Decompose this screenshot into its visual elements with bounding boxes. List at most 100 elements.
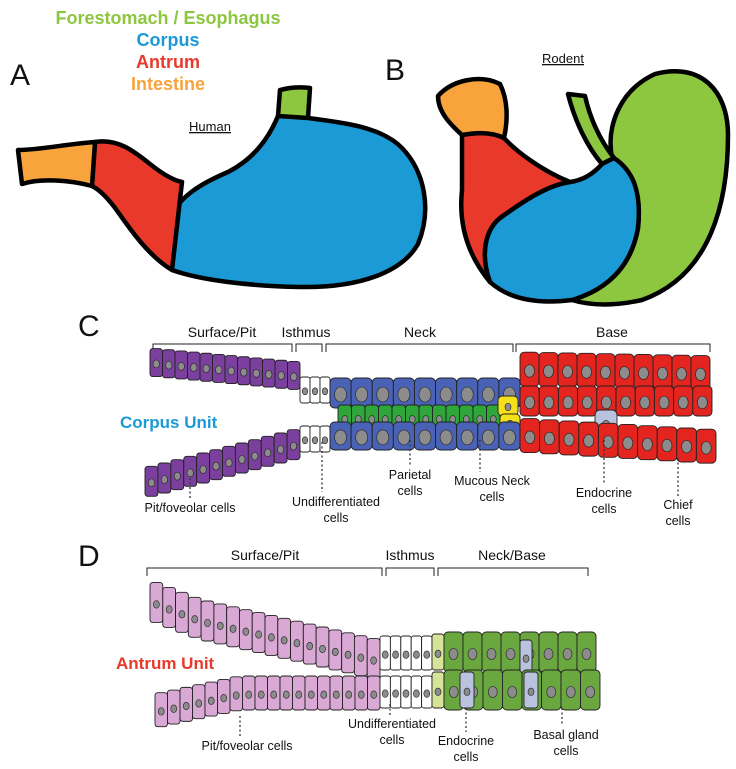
cell-nucleus: [161, 476, 167, 484]
cell-nucleus: [413, 690, 419, 698]
antrum-pit-cells-label: Pit/foveolar cells: [201, 739, 292, 753]
cell-nucleus: [620, 367, 630, 380]
cell-nucleus: [487, 648, 496, 659]
cell-nucleus: [566, 686, 575, 697]
rodent-intestine: [438, 79, 507, 138]
cell-nucleus: [682, 440, 692, 453]
cell-nucleus: [243, 628, 249, 636]
cell-nucleus: [662, 439, 672, 452]
cell-nucleus: [268, 634, 274, 642]
cell-nucleus: [525, 431, 535, 444]
cell-nucleus: [582, 396, 592, 409]
corpus-undiff-label-1: Undifferentiated: [292, 495, 380, 509]
cell-nucleus: [166, 361, 172, 369]
cell-nucleus: [281, 637, 287, 645]
panel-b-letter: B: [385, 54, 405, 87]
parietal-label-1: Parietal: [389, 468, 431, 482]
cell-nucleus: [345, 651, 351, 659]
corpus-region-base: Base: [596, 324, 628, 340]
cell-nucleus: [183, 702, 189, 710]
cell-nucleus: [564, 433, 574, 446]
panel-a-letter: A: [10, 59, 30, 92]
chief-label-1: Chief: [663, 498, 693, 512]
cell-nucleus: [398, 387, 410, 402]
cell-nucleus: [403, 651, 409, 659]
cell-nucleus: [346, 691, 352, 699]
human-corpus: [168, 116, 425, 287]
cell-nucleus: [312, 388, 318, 395]
cell-nucleus: [192, 616, 198, 624]
cell-nucleus: [642, 438, 652, 451]
cell-nucleus: [196, 700, 202, 708]
cell-nucleus: [659, 396, 669, 409]
cell-nucleus: [547, 686, 556, 697]
corpus-undiff-label-2: cells: [323, 511, 348, 525]
human-esophagus: [278, 87, 310, 118]
cell-nucleus: [488, 686, 497, 697]
cell-nucleus: [449, 648, 458, 659]
cell-nucleus: [335, 387, 347, 402]
antrum-bracket-neck-base: [438, 568, 588, 576]
corpus-region-surface-pit: Surface/Pit: [188, 324, 257, 340]
cell-nucleus: [233, 692, 239, 700]
cell-nucleus: [230, 625, 236, 633]
cell-nucleus: [200, 466, 206, 474]
cell-nucleus: [505, 403, 511, 411]
cell-nucleus: [205, 619, 211, 627]
human-label: Human: [189, 119, 231, 134]
cell-nucleus: [174, 472, 180, 480]
cell-nucleus: [187, 469, 193, 477]
cell-nucleus: [294, 639, 300, 647]
panel-c-corpus-unit: C Surface/Pit Isthmus Neck Base Corpus U…: [78, 310, 716, 528]
cell-nucleus: [291, 373, 297, 381]
cell-nucleus: [153, 360, 159, 368]
antrum-undiff-label-1: Undifferentiated: [348, 717, 436, 731]
legend-antrum: Antrum: [136, 52, 200, 72]
cell-nucleus: [640, 396, 650, 409]
cell-nucleus: [440, 387, 452, 402]
cell-nucleus: [639, 367, 649, 380]
antrum-bracket-isthmus: [386, 568, 434, 576]
corpus-bracket-isthmus: [296, 344, 322, 352]
panel-a-human-stomach: A Human: [10, 59, 425, 287]
cell-nucleus: [377, 430, 389, 445]
cell-nucleus: [525, 365, 535, 378]
cell-nucleus: [241, 368, 247, 376]
cell-nucleus: [449, 686, 458, 697]
cell-nucleus: [584, 435, 594, 448]
mucous-neck-label-2: cells: [479, 490, 504, 504]
cell-nucleus: [265, 449, 271, 457]
rodent-esophagus: [568, 94, 614, 164]
cell-nucleus: [203, 365, 209, 373]
cell-nucleus: [382, 690, 388, 698]
cell-nucleus: [563, 648, 572, 659]
cell-nucleus: [171, 705, 177, 713]
human-intestine: [18, 142, 95, 186]
cell-nucleus: [435, 650, 441, 658]
cell-nucleus: [312, 437, 318, 444]
color-legend: Forestomach / Esophagus Corpus Antrum In…: [55, 8, 280, 94]
corpus-pit-cells-label: Pit/foveolar cells: [144, 501, 235, 515]
cell-nucleus: [228, 367, 234, 375]
cell-nucleus: [468, 648, 477, 659]
corpus-endocrine-label-2: cells: [591, 502, 616, 516]
cell-nucleus: [369, 416, 375, 424]
cell-nucleus: [701, 442, 711, 455]
cell-nucleus: [696, 368, 706, 381]
cell-nucleus: [308, 691, 314, 699]
cell-nucleus: [277, 446, 283, 454]
cell-nucleus: [677, 368, 687, 381]
cell-nucleus: [525, 396, 535, 409]
cell-nucleus: [321, 691, 327, 699]
mucous-neck-label-1: Mucous Neck: [454, 474, 530, 488]
cell-nucleus: [461, 387, 473, 402]
cell-nucleus: [296, 691, 302, 699]
antrum-unit-label: Antrum Unit: [116, 654, 215, 673]
cell-nucleus: [582, 366, 592, 379]
cell-nucleus: [623, 437, 633, 450]
rodent-label: Rodent: [542, 51, 584, 66]
cell-nucleus: [508, 686, 517, 697]
cell-nucleus: [179, 611, 185, 619]
cell-nucleus: [586, 686, 595, 697]
